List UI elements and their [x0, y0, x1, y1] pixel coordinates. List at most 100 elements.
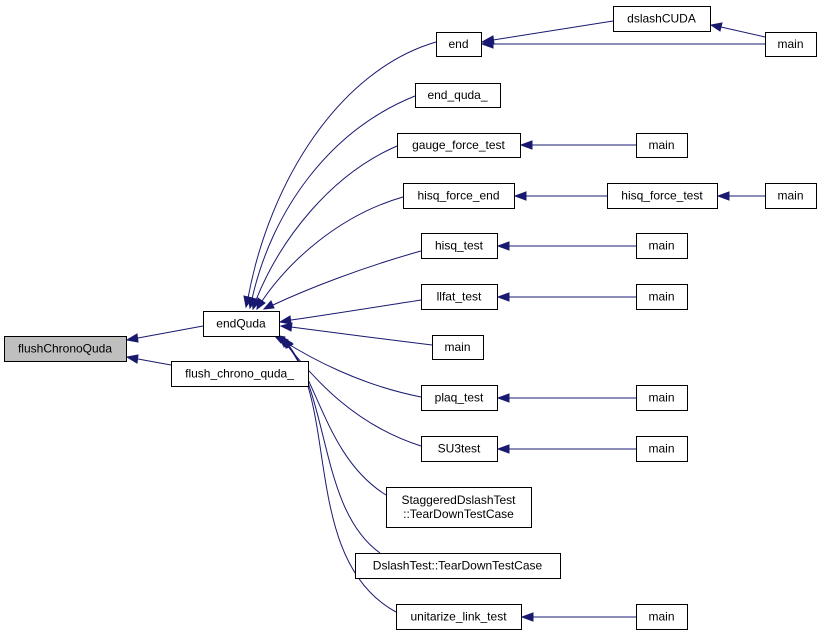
node-hisq-test[interactable]: hisq_test — [421, 233, 498, 259]
node-staggered-teardown[interactable]: StaggeredDslashTest::TearDownTestCase — [386, 487, 532, 528]
edge-line — [492, 20, 614, 41]
node-box[interactable] — [765, 183, 817, 209]
edge-line — [255, 145, 398, 301]
node-main-llfat[interactable]: main — [636, 284, 688, 310]
node-gauge-force-test[interactable]: gauge_force_test — [397, 133, 521, 158]
node-main-direct[interactable]: main — [432, 335, 484, 360]
node-label: main — [648, 610, 674, 624]
node-flush-chrono-quda-[interactable]: flush_chrono_quda_ — [171, 361, 309, 387]
node-label: main — [648, 442, 674, 456]
node-box[interactable] — [4, 336, 127, 362]
node-label: hisq_force_test — [621, 189, 703, 203]
node-box[interactable] — [436, 32, 482, 57]
node-box[interactable] — [355, 553, 561, 579]
node-end-quda-[interactable]: end_quda_ — [415, 83, 501, 108]
edge-line — [286, 344, 422, 447]
edge-dslashCUDA-to-end — [480, 20, 614, 45]
node-label: SU3test — [438, 442, 481, 456]
node-main-hisq[interactable]: main — [636, 233, 688, 259]
node-hisq-force-end[interactable]: hisq_force_end — [403, 183, 515, 209]
node-box[interactable] — [636, 385, 688, 411]
node-box[interactable] — [613, 6, 711, 32]
edge-SU3test-to-endQuda — [280, 335, 422, 447]
node-label: end — [448, 37, 468, 51]
node-unitarize-link-test[interactable]: unitarize_link_test — [396, 604, 522, 630]
node-label: DslashTest::TearDownTestCase — [373, 559, 543, 573]
node-box[interactable] — [397, 133, 521, 158]
node-label: hisq_force_end — [417, 189, 499, 203]
node-label: main — [777, 37, 803, 51]
node-box[interactable] — [386, 487, 532, 528]
edge-arrowhead — [519, 140, 533, 150]
node-box[interactable] — [432, 335, 484, 360]
node-main-unitarize[interactable]: main — [636, 604, 688, 630]
edge-line — [261, 196, 404, 302]
node-end[interactable]: end — [436, 32, 482, 57]
node-box[interactable] — [636, 133, 688, 158]
node-label: ::TearDownTestCase — [403, 507, 514, 521]
edge-main_unitarize-to-unitarize_link_test — [520, 612, 636, 622]
node-llfat-test[interactable]: llfat_test — [421, 284, 498, 310]
node-label: gauge_force_test — [412, 138, 505, 152]
node-box[interactable] — [421, 436, 498, 462]
edge-arrowhead — [496, 241, 510, 251]
edge-end_quda_-to-endQuda — [247, 95, 416, 310]
edge-main_hisq-to-hisq_test — [496, 241, 636, 251]
edge-flush_chrono_quda_-to-flushChronoQuda — [125, 354, 172, 366]
node-label: main — [648, 138, 674, 152]
node-flushchronoquda[interactable]: flushChronoQuda — [4, 336, 127, 362]
node-label: dslashCUDA — [627, 12, 696, 26]
node-box[interactable] — [396, 604, 522, 630]
edge-arrowhead — [278, 315, 292, 325]
node-label: flush_chrono_quda_ — [185, 367, 294, 381]
node-box[interactable] — [203, 311, 280, 337]
edge-main_llfat-to-llfat_test — [496, 292, 636, 302]
node-box[interactable] — [765, 32, 817, 57]
node-main-plaq[interactable]: main — [636, 385, 688, 411]
node-endquda[interactable]: endQuda — [203, 311, 280, 337]
node-box[interactable] — [636, 436, 688, 462]
edge-llfat_test-to-endQuda — [278, 299, 422, 325]
node-dslash-teardown[interactable]: DslashTest::TearDownTestCase — [355, 553, 561, 579]
node-dslashcuda[interactable]: dslashCUDA — [613, 6, 711, 32]
edge-line — [137, 358, 172, 366]
node-box[interactable] — [403, 183, 515, 209]
edge-main_su3-to-SU3test — [496, 444, 636, 454]
node-plaq-test[interactable]: plaq_test — [421, 385, 498, 411]
node-label: flushChronoQuda — [18, 342, 112, 356]
edge-main_end-to-end — [480, 39, 765, 49]
node-label: llfat_test — [437, 290, 482, 304]
node-box[interactable] — [421, 233, 498, 259]
node-box[interactable] — [636, 604, 688, 630]
node-box[interactable] — [171, 361, 309, 387]
node-su3test[interactable]: SU3test — [421, 436, 498, 462]
edge-arrowhead — [496, 444, 510, 454]
node-box[interactable] — [421, 385, 498, 411]
node-box[interactable] — [636, 233, 688, 259]
node-box[interactable] — [636, 284, 688, 310]
edge-line — [290, 299, 422, 321]
edge-arrowhead — [513, 191, 527, 201]
node-box[interactable] — [421, 284, 498, 310]
node-main-hisqforce[interactable]: main — [765, 183, 817, 209]
edge-arrowhead — [256, 297, 266, 311]
node-label: plaq_test — [435, 391, 484, 405]
edge-line — [720, 26, 766, 38]
edge-line — [137, 325, 204, 339]
node-box[interactable] — [415, 83, 501, 108]
edges-layer — [125, 20, 766, 622]
node-box[interactable] — [607, 183, 718, 209]
node-main-end[interactable]: main — [765, 32, 817, 57]
edge-line — [247, 41, 437, 299]
edge-endQuda-to-flushChronoQuda — [125, 325, 204, 343]
node-label: endQuda — [216, 317, 266, 331]
edge-hisq_force_test-to-hisq_force_end — [513, 191, 607, 201]
edge-main_end-to-dslashCUDA — [709, 22, 766, 38]
node-main-su3[interactable]: main — [636, 436, 688, 462]
node-label: unitarize_link_test — [410, 610, 507, 624]
node-hisq-force-test[interactable]: hisq_force_test — [607, 183, 718, 209]
edge-arrowhead — [496, 292, 510, 302]
node-main-gauge[interactable]: main — [636, 133, 688, 158]
edge-arrowhead — [125, 354, 139, 364]
